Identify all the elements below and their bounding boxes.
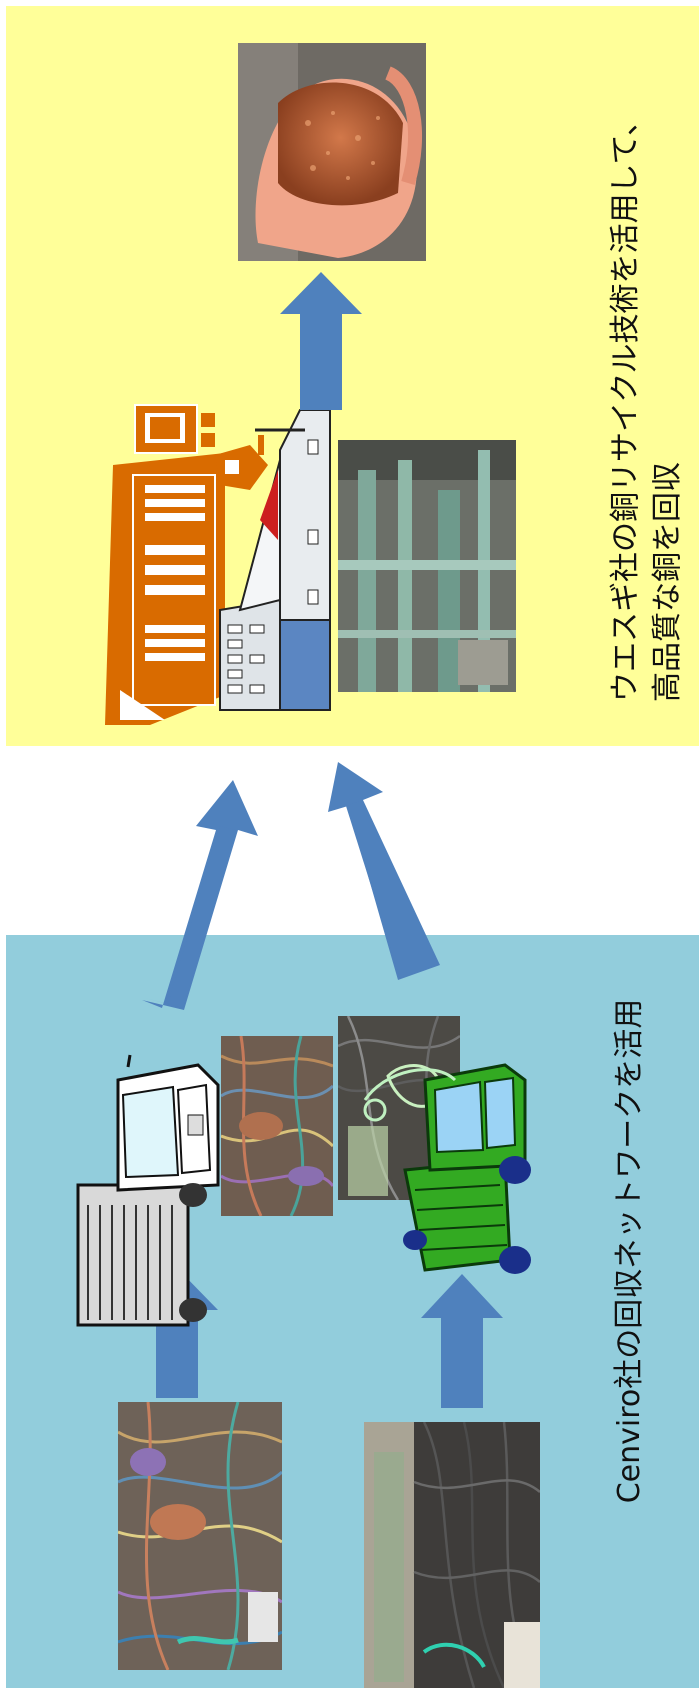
arrow-left-diagonal <box>142 780 258 1010</box>
factory-interior-photo <box>338 440 516 692</box>
scrap-cable-photo-3 <box>118 1402 282 1670</box>
arrow-right-up <box>421 1274 503 1408</box>
scrap-cable-photo-1 <box>221 1036 333 1216</box>
scrap-cable-photo-4 <box>364 1422 540 1688</box>
arrow-to-copper <box>280 272 362 410</box>
copper-granules-photo <box>238 43 426 261</box>
arrow-right-diagonal <box>328 762 440 980</box>
